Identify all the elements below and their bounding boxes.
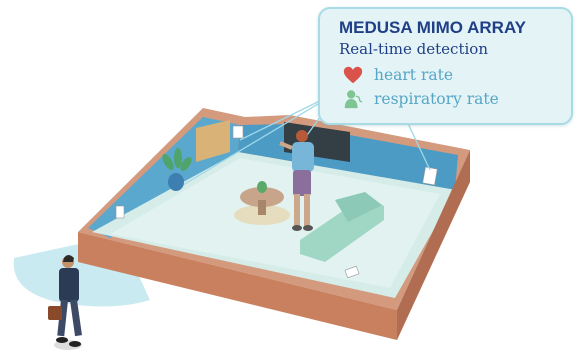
plant-pot: [168, 173, 184, 191]
wall-sensor-front: [116, 206, 124, 218]
info-panel: MEDUSA MIMO ARRAY Real-time detection he…: [318, 7, 573, 125]
metric-label: heart rate: [374, 66, 453, 84]
heart-icon: [342, 64, 364, 86]
metric-label: respiratory rate: [374, 90, 499, 108]
panel-subtitle: Real-time detection: [339, 40, 488, 58]
table-plant: [257, 181, 267, 193]
metric-respiratory-rate: respiratory rate: [342, 88, 499, 110]
metric-heart-rate: heart rate: [342, 64, 453, 86]
wall-sensor-left: [233, 126, 243, 138]
panel-title: MEDUSA MIMO ARRAY: [339, 18, 526, 38]
table-leg: [258, 200, 266, 215]
person-breathing-icon: [342, 88, 364, 110]
